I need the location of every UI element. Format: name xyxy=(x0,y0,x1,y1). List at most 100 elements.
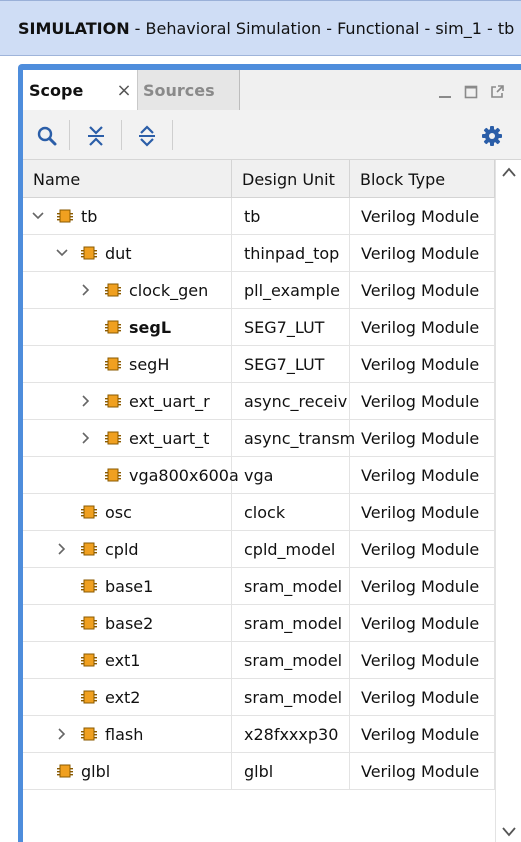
chevron-right-icon[interactable] xyxy=(79,283,93,297)
cell-name[interactable]: base1 xyxy=(23,568,232,605)
expand-all-icon[interactable] xyxy=(136,125,158,147)
cell-block-type: Verilog Module xyxy=(350,494,495,531)
cell-name[interactable]: ext1 xyxy=(23,642,232,679)
cell-name[interactable]: clock_gen xyxy=(23,272,232,309)
chevron-down-icon[interactable] xyxy=(31,209,45,223)
verilog-module-icon xyxy=(105,357,121,371)
row-name-label: segH xyxy=(129,355,170,374)
row-name-label: clock_gen xyxy=(129,281,209,300)
cell-design-unit: pll_example xyxy=(232,272,350,309)
cell-name[interactable]: osc xyxy=(23,494,232,531)
verilog-module-icon xyxy=(81,653,97,667)
verilog-module-icon xyxy=(81,246,97,260)
row-name-label: flash xyxy=(105,725,144,744)
chevron-right-icon[interactable] xyxy=(79,394,93,408)
cell-name[interactable]: vga800x600a xyxy=(23,457,239,494)
cell-design-unit: async_transm xyxy=(232,420,355,457)
row-name-label: base1 xyxy=(105,577,154,596)
cell-design-unit: cpld_model xyxy=(232,531,350,568)
cell-name[interactable]: glbl xyxy=(23,753,232,790)
cell-block-type: Verilog Module xyxy=(350,309,495,346)
row-name-label: osc xyxy=(105,503,132,522)
cell-name[interactable]: cpld xyxy=(23,531,232,568)
cell-block-type: Verilog Module xyxy=(350,383,495,420)
cell-block-type: Verilog Module xyxy=(350,272,495,309)
cell-name[interactable]: base2 xyxy=(23,605,232,642)
vertical-scrollbar[interactable] xyxy=(495,160,521,842)
close-icon[interactable]: × xyxy=(116,80,132,101)
row-name-label: glbl xyxy=(81,762,111,781)
cell-name[interactable]: segH xyxy=(23,346,232,383)
cell-design-unit: glbl xyxy=(232,753,350,790)
row-name-label: base2 xyxy=(105,614,154,633)
cell-name[interactable]: ext_uart_t xyxy=(23,420,232,457)
title-mode: SIMULATION xyxy=(18,19,130,38)
cell-design-unit: sram_model xyxy=(232,679,350,716)
cell-name[interactable]: ext2 xyxy=(23,679,232,716)
verilog-module-icon xyxy=(105,320,121,334)
chevron-right-icon[interactable] xyxy=(55,727,69,741)
cell-block-type: Verilog Module xyxy=(350,420,495,457)
tab-strip: Scope × Sources xyxy=(23,70,521,110)
cell-design-unit: tb xyxy=(232,198,350,235)
tab-scope[interactable]: Scope × xyxy=(23,70,138,110)
column-header-design-unit[interactable]: Design Unit xyxy=(232,160,350,198)
row-name-label: segL xyxy=(129,318,172,337)
title-context: - Behavioral Simulation - Functional - s… xyxy=(129,19,515,38)
verilog-module-icon xyxy=(105,283,121,297)
cell-block-type: Verilog Module xyxy=(350,198,495,235)
chevron-right-icon[interactable] xyxy=(55,542,69,556)
cell-name[interactable]: flash xyxy=(23,716,232,753)
cell-block-type: Verilog Module xyxy=(350,568,495,605)
minimize-icon[interactable] xyxy=(437,84,453,100)
scope-toolbar xyxy=(23,110,521,160)
cell-design-unit: SEG7_LUT xyxy=(232,309,350,346)
column-header-block-type[interactable]: Block Type xyxy=(350,160,495,198)
cell-design-unit: x28fxxxp30 xyxy=(232,716,350,753)
verilog-module-icon xyxy=(81,505,97,519)
gear-icon[interactable] xyxy=(481,125,503,147)
cell-block-type: Verilog Module xyxy=(350,457,495,494)
row-name-label: dut xyxy=(105,244,132,263)
cell-name[interactable]: tb xyxy=(23,198,232,235)
search-icon[interactable] xyxy=(36,125,58,147)
cell-block-type: Verilog Module xyxy=(350,605,495,642)
scroll-up-icon[interactable] xyxy=(501,166,517,178)
scroll-down-icon[interactable] xyxy=(501,826,517,838)
toolbar-separator xyxy=(172,120,173,150)
cell-design-unit: thinpad_top xyxy=(232,235,350,272)
verilog-module-icon xyxy=(105,394,121,408)
cell-design-unit: SEG7_LUT xyxy=(232,346,350,383)
cell-name[interactable]: dut xyxy=(23,235,232,272)
column-header-name[interactable]: Name xyxy=(23,160,232,198)
maximize-icon[interactable] xyxy=(463,84,479,100)
cell-name[interactable]: segL xyxy=(23,309,232,346)
collapse-all-icon[interactable] xyxy=(85,125,107,147)
chevron-right-icon[interactable] xyxy=(79,431,93,445)
toolbar-separator xyxy=(69,120,70,150)
scope-panel: Scope × Sources xyxy=(23,70,521,842)
float-window-icon[interactable] xyxy=(489,84,505,100)
cell-block-type: Verilog Module xyxy=(350,346,495,383)
cell-name[interactable]: ext_uart_r xyxy=(23,383,232,420)
chevron-down-icon[interactable] xyxy=(55,246,69,260)
cell-block-type: Verilog Module xyxy=(350,679,495,716)
tab-sources[interactable]: Sources xyxy=(138,70,240,110)
cell-design-unit: async_receiv xyxy=(232,383,350,420)
